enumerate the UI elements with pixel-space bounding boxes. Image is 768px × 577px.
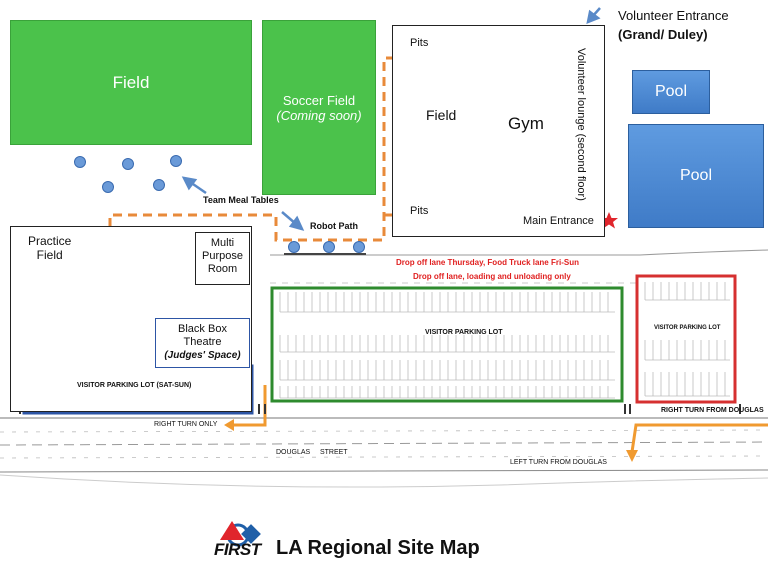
black-box-theatre-label: Black Box Theatre (Judges' Space) (156, 319, 249, 362)
douglas-street-label: DOUGLAS STREET (276, 449, 348, 456)
left-turn-from-douglas-label: LEFT TURN FROM DOUGLAS (510, 459, 607, 466)
visitor-lot-left-label: VISITOR PARKING LOT (SAT-SUN) (77, 382, 192, 389)
pool-small: Pool (632, 70, 710, 114)
multi-purpose-line2: Purpose (202, 250, 243, 262)
black-box-line3: (Judges' Space) (164, 350, 241, 361)
gym-field-label: Field (426, 107, 457, 123)
right-turn-only-arrowhead (224, 419, 234, 431)
pool-large-label: Pool (679, 167, 713, 184)
gym-label: Gym (508, 114, 544, 133)
visitor-lot-right-outline (635, 274, 737, 404)
multi-purpose-room-label: Multi Purpose Room (196, 233, 249, 276)
practice-field-label: Practice Field (28, 234, 71, 262)
douglas-street-area (0, 417, 768, 488)
pointer-arrows (181, 7, 601, 231)
black-box-theatre: Black Box Theatre (Judges' Space) (155, 318, 250, 368)
pool-small-label: Pool (654, 83, 688, 100)
soccer-field: Soccer Field (Coming soon) (262, 20, 376, 195)
multi-purpose-line3: Room (207, 263, 238, 275)
visitor-lot-right-label: VISITOR PARKING LOT (654, 325, 721, 331)
black-box-line1: Black Box (178, 323, 227, 335)
traffic-arrows (232, 385, 768, 453)
pool-large: Pool (628, 124, 764, 228)
volunteer-entrance-label: Volunteer Entrance (618, 8, 729, 23)
drop-off-lane-label-1: Drop off lane Thursday, Food Truck lane … (396, 258, 579, 267)
practice-field-line1: Practice (28, 234, 72, 248)
drop-off-lane-label-2: Drop off lane, loading and unloading onl… (413, 272, 571, 281)
right-turn-only-label: RIGHT TURN ONLY (154, 421, 218, 428)
team-meal-tables-label: Team Meal Tables (203, 195, 279, 205)
practice-field-line2: Field (36, 248, 63, 262)
soccer-field-label: Soccer Field (282, 92, 356, 108)
volunteer-entrance-sublabel: (Grand/ Duley) (618, 27, 708, 42)
robot-path-label: Robot Path (310, 221, 358, 231)
multi-purpose-line1: Multi (210, 237, 235, 249)
visitor-lot-center-outline (270, 286, 624, 403)
pits-top-label: Pits (410, 37, 429, 49)
soccer-field-note: (Coming soon) (276, 107, 362, 123)
right-turn-from-douglas-label: RIGHT TURN FROM DOUGLAS (661, 407, 764, 414)
visitor-lot-center-label: VISITOR PARKING LOT (425, 329, 503, 336)
main-field: Field (10, 20, 252, 145)
map-title: LA Regional Site Map (276, 537, 480, 559)
gym-building (392, 25, 605, 237)
left-turn-arrowhead (626, 450, 638, 462)
pits-bottom-label: Pits (410, 205, 429, 217)
first-logo-text: FIRST (214, 540, 261, 559)
main-entrance-label: Main Entrance (523, 215, 594, 227)
volunteer-lounge-label: Volunteer lounge (second floor) (575, 48, 587, 201)
right-lot-stalls (644, 282, 730, 397)
multi-purpose-room: Multi Purpose Room (195, 232, 250, 285)
team-path (108, 56, 438, 272)
black-box-line2: Theatre (183, 336, 222, 348)
center-lot-stalls (279, 292, 615, 399)
main-field-label: Field (112, 72, 150, 92)
team-meal-tables-markers (74, 155, 365, 253)
